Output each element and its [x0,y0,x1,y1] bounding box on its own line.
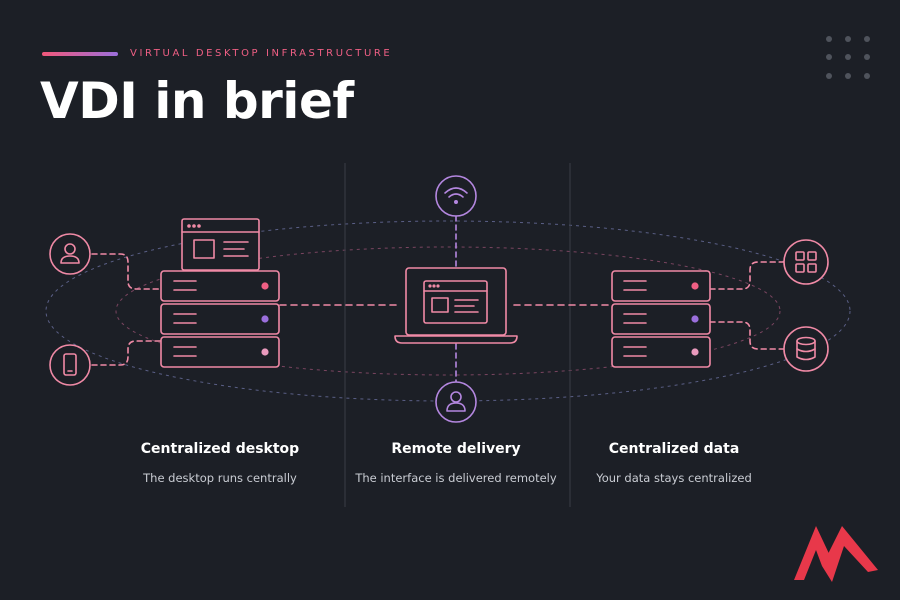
laptop-icon [394,267,518,344]
desktop-window-icon [181,218,260,271]
connector-phone-left [91,340,161,366]
server-led [261,348,269,356]
column-title: Centralized desktop [140,441,300,457]
wifi-icon [435,175,477,217]
page-title: VDI in brief [40,72,354,130]
column-centralized-data: Centralized data Your data stays central… [549,441,799,485]
column-title: Remote delivery [391,441,521,457]
server-led [691,348,699,356]
connector-user-left [91,253,161,290]
server-led [691,282,699,290]
eyebrow-label: VIRTUAL DESKTOP INFRASTRUCTURE [130,48,393,59]
server-led [691,315,699,323]
column-centralized-desktop: Centralized desktop The desktop runs cen… [95,441,345,485]
database-icon [783,326,829,372]
smartphone-icon [49,344,91,386]
server-stack-left-icon [160,270,280,368]
column-title: Centralized data [608,441,740,457]
server-led [261,315,269,323]
connector-server-db [709,321,785,350]
column-remote-delivery: Remote delivery The interface is deliver… [331,441,581,485]
decorative-dot-grid [826,36,870,80]
user-icon [49,233,91,275]
remote-user-icon [435,381,477,423]
server-led [261,282,269,290]
orbit-outer [45,220,851,402]
column-description: The interface is delivered remotely [355,471,557,485]
accent-line [42,52,118,56]
column-description: Your data stays centralized [596,471,752,485]
column-description: The desktop runs centrally [143,471,297,485]
server-stack-right-icon [611,270,711,368]
orbit-inner [115,246,781,376]
brand-logo-icon [794,526,878,582]
connector-server-apps [709,261,785,290]
apps-grid-icon [783,239,829,285]
